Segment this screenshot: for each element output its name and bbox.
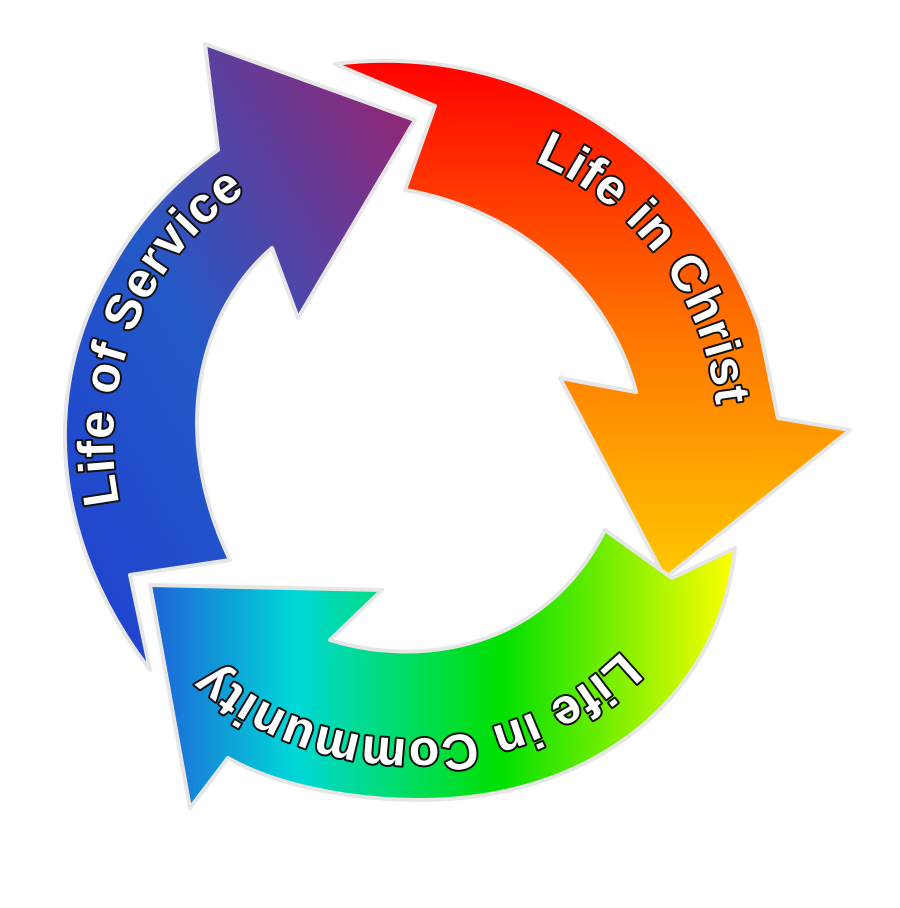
arrow-life-in-community <box>148 528 737 810</box>
arrow-life-in-community-shape <box>148 528 737 810</box>
arrow-life-in-christ-shape <box>333 58 852 580</box>
arrow-life-in-christ <box>333 58 852 580</box>
arrow-life-of-service <box>62 42 417 672</box>
arrow-life-of-service-shape <box>62 42 417 672</box>
